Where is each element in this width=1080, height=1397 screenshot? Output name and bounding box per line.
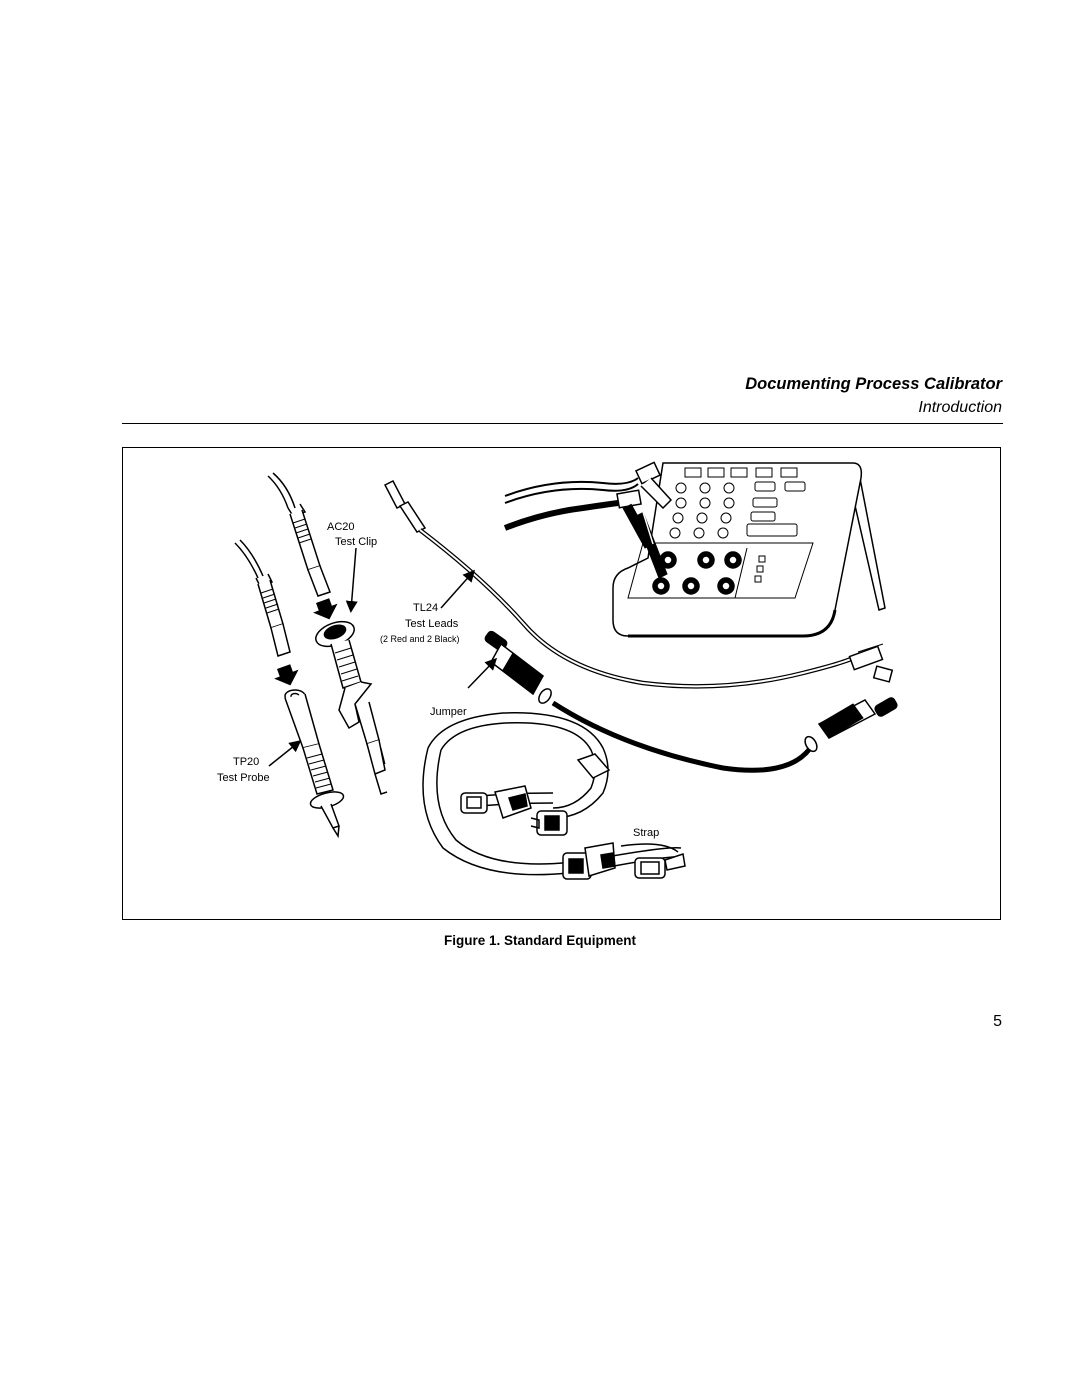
- tp20-pointer: [268, 740, 302, 767]
- insert-arrow-clip: [313, 598, 338, 620]
- tl24-pointer: [440, 569, 475, 609]
- header-subtitle: Introduction: [918, 399, 1002, 416]
- ac20-model-label: AC20: [327, 521, 355, 533]
- figure-caption: Figure 1. Standard Equipment: [443, 933, 637, 948]
- tl24-model-label: TL24: [413, 602, 439, 614]
- lead-upper-left: [267, 472, 331, 597]
- strap: [422, 712, 686, 880]
- tp20-test-probe: [284, 689, 345, 839]
- page-number: 5: [993, 1013, 1002, 1030]
- ac20-name-label: Test Clip: [335, 536, 378, 548]
- ac20-pointer: [345, 547, 358, 613]
- jumper-pointer: [467, 657, 498, 689]
- lead-lower-left: [234, 539, 291, 657]
- tp20-name-label: Test Probe: [217, 772, 270, 784]
- tl24-note-label: (2 Red and 2 Black): [380, 634, 460, 644]
- plugged-leads: [503, 461, 673, 579]
- header-title: Documenting Process Calibrator: [745, 375, 1002, 393]
- strap-label: Strap: [633, 827, 660, 839]
- equipment-illustration: [234, 461, 898, 880]
- tl24-test-lead: [383, 479, 894, 689]
- insert-arrow-probe: [274, 664, 299, 686]
- tp20-model-label: TP20: [233, 756, 260, 768]
- jumper-cable: [484, 630, 898, 773]
- figure-frame: AC20 Test Clip TL24 Test Leads (2 Red an…: [122, 447, 1001, 920]
- ac20-test-clip: [315, 620, 388, 795]
- pointer-arrows: [268, 547, 498, 767]
- tl24-name-label: Test Leads: [405, 618, 459, 630]
- header-rule: [122, 423, 1003, 424]
- jumper-label: Jumper: [430, 706, 467, 718]
- calibrator-device: [612, 462, 886, 638]
